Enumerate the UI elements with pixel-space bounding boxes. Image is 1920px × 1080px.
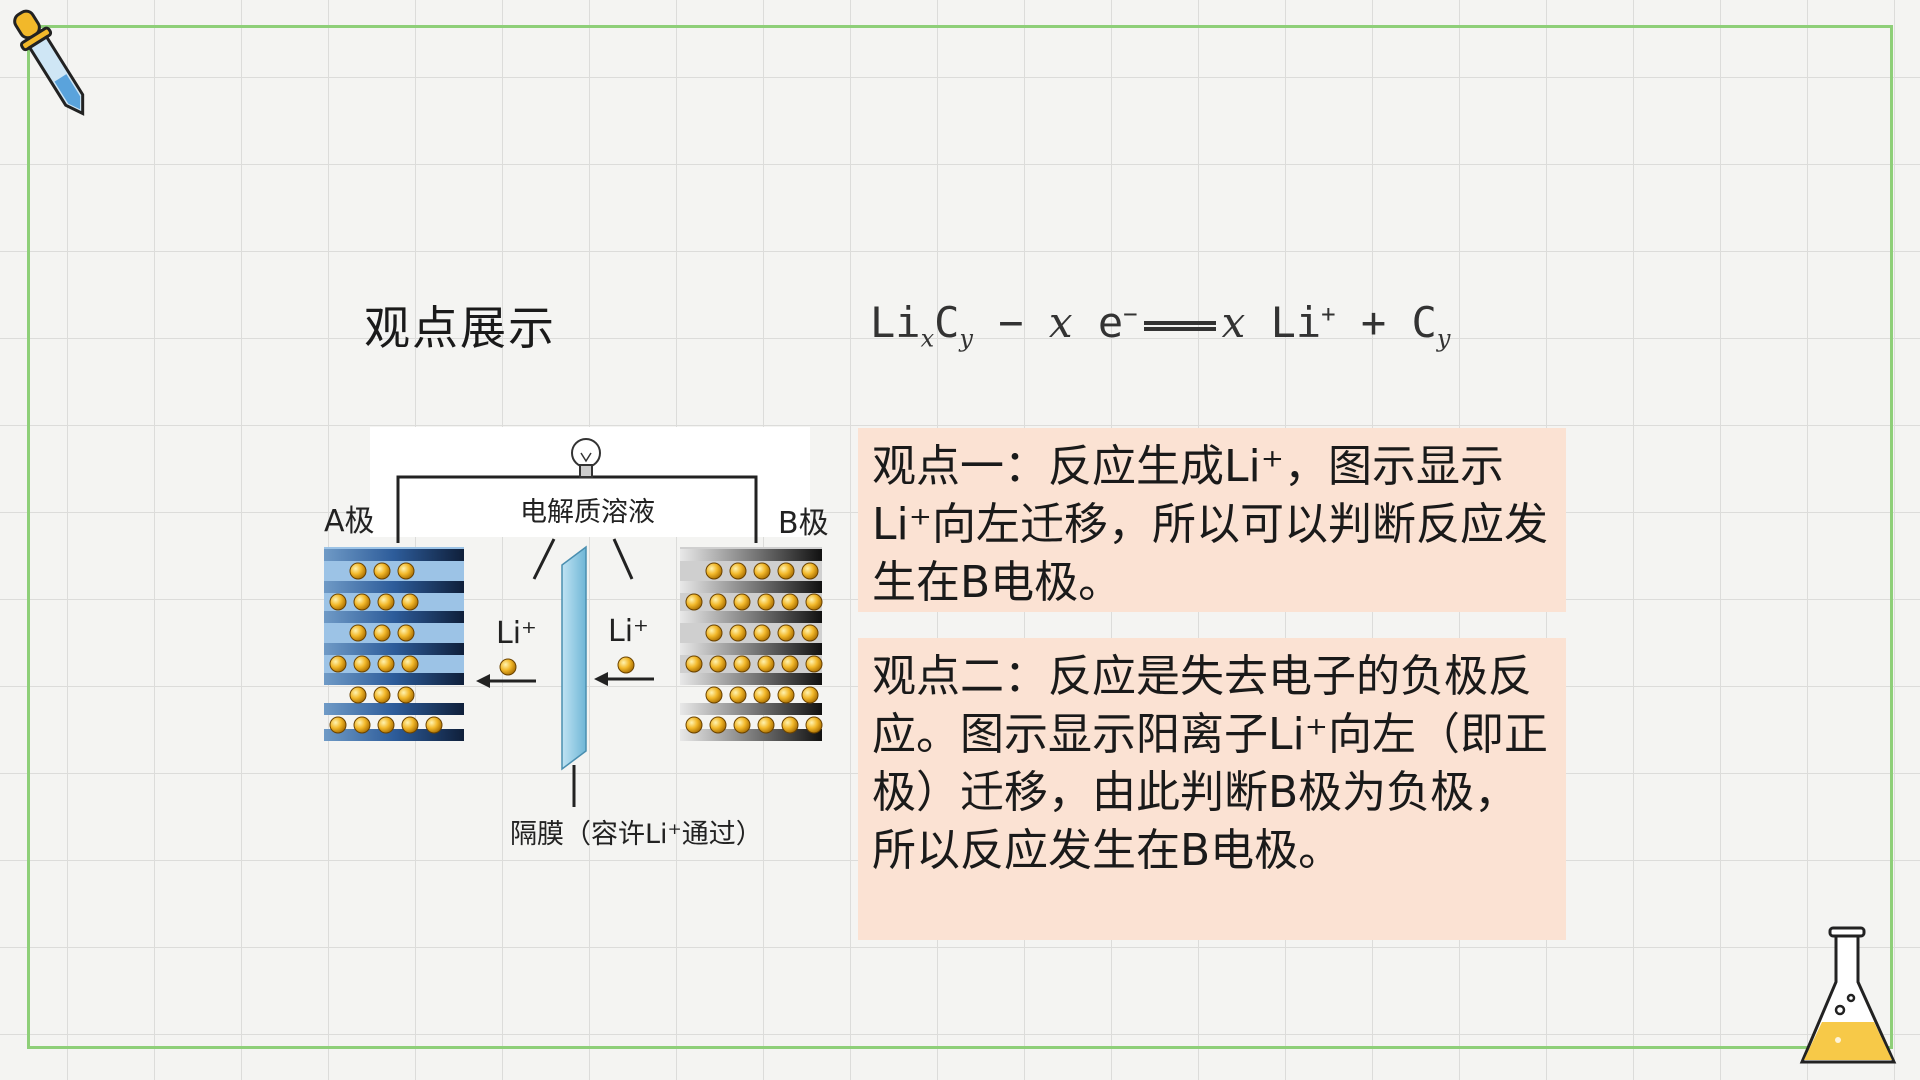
reaction-equation: LixCy − x e−x Li+ + Cy [870,298,1451,353]
page-title: 观点展示 [364,301,556,355]
flask-icon [1799,926,1897,1064]
slide-frame [27,25,1893,1049]
li-ion-right-label: Li⁺ [608,614,649,649]
label-electrolyte: 电解质溶液 [520,497,655,528]
arrow-left-2 [594,672,654,686]
electrode-b [680,547,822,741]
separator-membrane [561,545,587,807]
lithium-balls-b [685,562,823,734]
li-ion-left [499,658,517,676]
electrode-a [324,547,464,741]
arrow-left-1 [476,674,536,688]
viewpoint-one: 观点一：反应生成Li⁺，图示显示Li⁺向左迁移，所以可以判断反应发生在B电极。 [858,428,1566,612]
lithium-balls-a [329,562,443,734]
battery-diagram: A极 B极 电解质溶液 [324,427,829,850]
li-ion-right [617,656,635,674]
li-ion-left-label: Li⁺ [496,616,537,651]
dropper-icon [13,9,85,116]
equals-arrow [1143,320,1216,331]
bulb-icon [571,438,601,478]
label-a: A极 [324,504,375,539]
label-separator: 隔膜（容许Li⁺通过） [510,819,763,850]
viewpoint-two: 观点二：反应是失去电子的负极反应。图示显示阳离子Li⁺向左（即正极）迁移，由此判… [858,638,1566,940]
label-b: B极 [778,506,829,541]
